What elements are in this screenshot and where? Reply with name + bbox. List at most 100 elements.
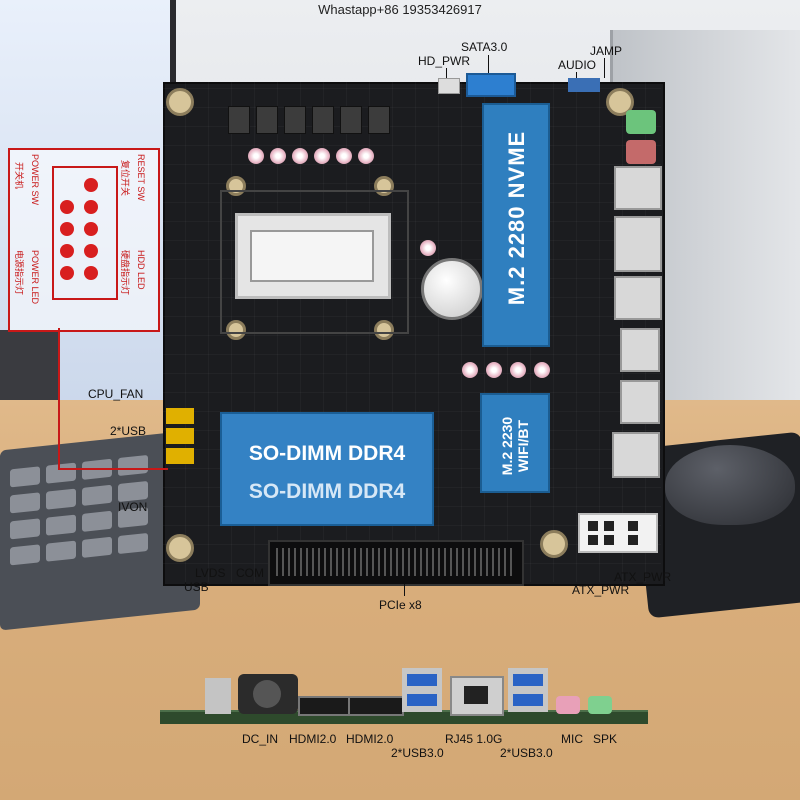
front-panel-header-outline	[52, 166, 118, 300]
audio-lead	[576, 72, 577, 78]
capacitor	[462, 362, 478, 378]
hdd-led-label-cn: 硬盘指示灯	[120, 250, 130, 296]
keyboard-key	[10, 544, 40, 566]
usb-header-label: 2*USB	[110, 424, 147, 438]
front-panel-pin	[60, 222, 74, 236]
capacitor	[510, 362, 526, 378]
reset-sw-label-cn: 复位开关	[120, 160, 130, 197]
pcie-pin	[378, 548, 380, 576]
keyboard-key	[118, 532, 148, 555]
pcie-pin	[336, 548, 338, 576]
pcie-pin	[306, 548, 308, 576]
keyboard-key	[82, 484, 112, 506]
usb3-slot	[407, 694, 437, 706]
vrm-inductor	[256, 106, 278, 134]
io-spk-jack	[588, 696, 612, 714]
usb3-slot	[513, 694, 543, 706]
pcie-pin	[372, 548, 374, 576]
usb-header	[166, 408, 194, 424]
pcie-pin	[276, 548, 278, 576]
m2-nvme-slot: M.2 2280 NVME	[482, 103, 550, 347]
atx-pwr-label-1: ATX_PWR	[614, 570, 672, 584]
pcie-pin	[444, 548, 446, 576]
usb-header	[166, 448, 194, 464]
capacitor	[292, 148, 308, 164]
pcie-pin	[360, 548, 362, 576]
capacitor	[534, 362, 550, 378]
capacitor	[270, 148, 286, 164]
vrm-inductor	[368, 106, 390, 134]
capacitor	[248, 148, 264, 164]
pcie-pin	[348, 548, 350, 576]
pcie-pin	[354, 548, 356, 576]
hd-pwr-label: HD_PWR	[418, 54, 471, 68]
atx-pin	[604, 535, 614, 545]
pcie-pin	[510, 548, 512, 576]
dc-in-port	[612, 432, 660, 478]
heatsink-screw	[374, 320, 394, 340]
keyboard-key	[10, 466, 40, 488]
pcie-pin	[492, 548, 494, 576]
pcie-pin	[432, 548, 434, 576]
hdmi-port	[620, 380, 660, 424]
pcie-pin	[366, 548, 368, 576]
io-hdmi-label-1: HDMI2.0	[289, 732, 337, 746]
pcie-pin	[474, 548, 476, 576]
front-panel-pin	[84, 266, 98, 280]
pcie-pin	[438, 548, 440, 576]
pcie-pin	[282, 548, 284, 576]
io-mic-label: MIC	[561, 732, 583, 746]
pcie-pin	[450, 548, 452, 576]
usb3-slot	[513, 674, 543, 686]
pcie-pin	[480, 548, 482, 576]
io-usb3-stack	[508, 668, 548, 712]
io-bracket	[205, 678, 231, 714]
mounting-hole	[166, 88, 194, 116]
pcie-pin	[288, 548, 290, 576]
pcie-pin	[498, 548, 500, 576]
heatsink-screw	[226, 320, 246, 340]
io-usb30-label-2: 2*USB3.0	[500, 746, 553, 760]
vrm-inductor	[228, 106, 250, 134]
pcie-pin	[462, 548, 464, 576]
keyboard-key	[10, 492, 40, 514]
cpu-heatsink-bracket	[220, 190, 409, 334]
io-hdmi-port	[298, 696, 354, 716]
pcie-pin	[414, 548, 416, 576]
keyboard-key	[10, 518, 40, 540]
pcie-pin	[384, 548, 386, 576]
ivon-label: IVON	[118, 500, 148, 514]
background-mouse	[665, 445, 795, 525]
pcie-pin	[342, 548, 344, 576]
front-panel-pin	[84, 200, 98, 214]
pcie-pin	[396, 548, 398, 576]
io-hdmi-label-2: HDMI2.0	[346, 732, 394, 746]
pcie-x8-slot	[268, 540, 524, 586]
sata-label: SATA3.0	[461, 40, 508, 54]
audio-mic-jack	[626, 140, 656, 164]
atx-pin	[628, 535, 638, 545]
io-spk-label: SPK	[593, 732, 618, 746]
io-dc-in-port	[238, 674, 298, 714]
front-panel-lead	[58, 468, 168, 470]
front-panel-pin	[60, 200, 74, 214]
usb3-slot	[407, 674, 437, 686]
com-label: COM	[236, 566, 264, 580]
front-panel-pin	[60, 244, 74, 258]
pcie-pin	[504, 548, 506, 576]
front-panel-pin	[84, 178, 98, 192]
audio-label: AUDIO	[558, 58, 597, 72]
io-usb3-stack	[402, 668, 442, 712]
power-sw-label-cn: 开关机	[14, 162, 24, 190]
keyboard-key	[118, 454, 148, 477]
front-panel-diagram	[8, 148, 160, 332]
keyboard-key	[82, 536, 112, 558]
jamp-lead	[604, 58, 605, 78]
m2-nvme-label: M.2 2280 NVME	[504, 130, 529, 306]
usb-header	[166, 428, 194, 444]
front-panel-pin	[60, 266, 74, 280]
io-mic-jack	[556, 696, 580, 714]
pcie-pin	[390, 548, 392, 576]
